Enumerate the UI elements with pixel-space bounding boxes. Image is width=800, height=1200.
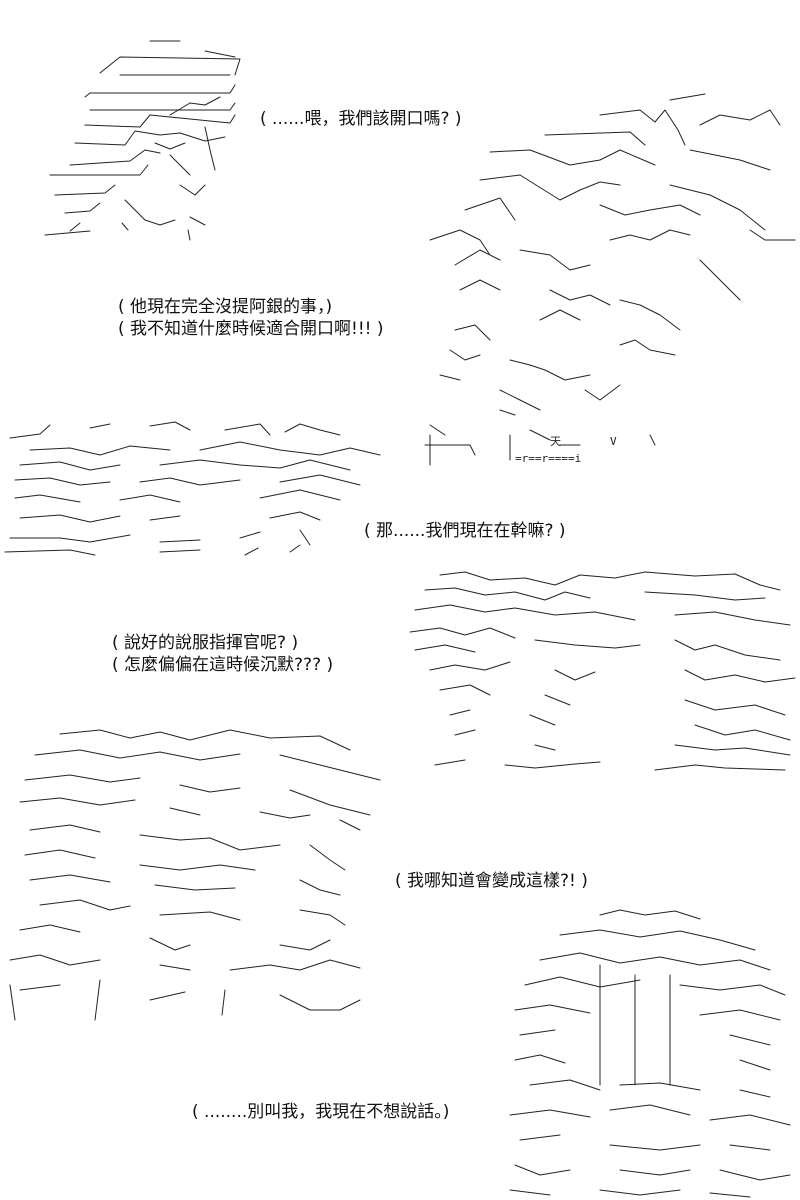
ascii-art-characters-3: [4, 421, 381, 556]
rule-glyph: =r==r====i: [515, 452, 581, 465]
dialogue-line: ( 我哪知道會變成這樣?! ): [395, 871, 588, 891]
dialogue-line: ( 我不知道什麼時候適合開口啊!!! ): [118, 319, 384, 339]
dialogue-line: ( ........別叫我，我現在不想說話。): [192, 1102, 450, 1122]
v-glyph: V: [610, 435, 617, 448]
dialogue-line: ( 說好的說服指揮官呢? ): [112, 633, 299, 653]
dialogue-line: ( 那......我們現在在幹嘛? ): [364, 521, 566, 541]
heaven-glyph: 天: [550, 435, 561, 448]
ascii-art-character-5: [9, 729, 381, 1021]
ascii-art-character-6: [509, 909, 791, 1198]
ascii-art-character-4: [409, 571, 796, 771]
dialogue-line: ( 他現在完全沒提阿銀的事，): [118, 297, 333, 317]
ascii-art-character-2: 天 V =r==r====i: [424, 93, 796, 466]
dialogue-line: ( 怎麼偏偏在這時候沉默??? ): [112, 655, 334, 675]
ascii-art-character-1: [44, 40, 241, 241]
dialogue-line: ( ......喂，我們該開口嗎? ): [260, 109, 462, 129]
